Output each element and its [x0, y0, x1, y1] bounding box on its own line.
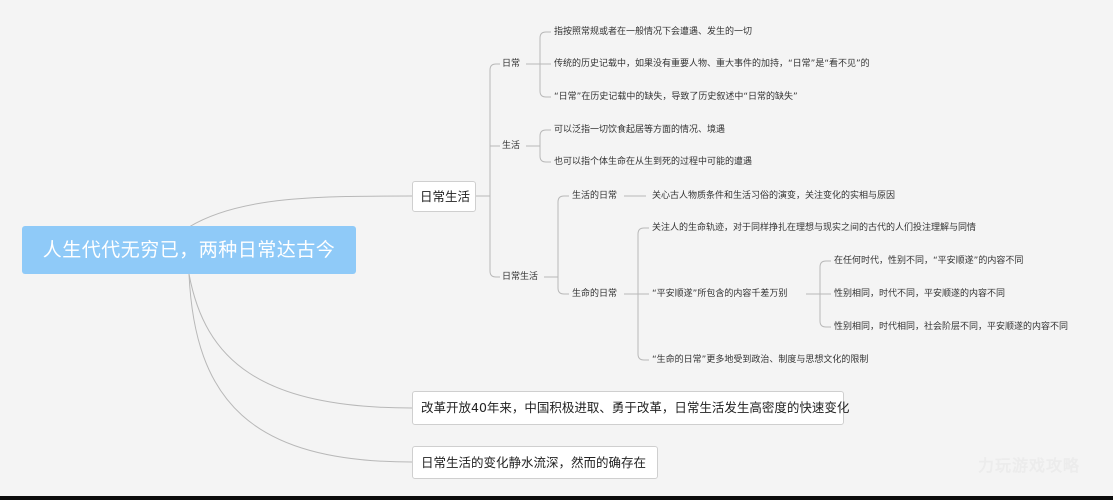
topic-reform[interactable]: 改革开放40年来，中国积极进取、勇于改革，日常生活发生高密度的快速变化: [412, 391, 849, 425]
topic-richang[interactable]: 日常: [502, 59, 521, 69]
topic-shenghuo-item[interactable]: 可以泛指一切饮食起居等方面的情况、境遇: [554, 125, 726, 135]
bottom-bar: [0, 496, 1113, 500]
topic-richang-item[interactable]: 指按照常规或者在一般情况下会遭遇、发生的一切: [554, 27, 753, 37]
topic-richang-item[interactable]: “日常”在历史记载中的缺失，导致了历史叙述中“日常的缺失”: [554, 92, 798, 102]
topic-pingan-item[interactable]: 在任何时代，性别不同，“平安顺遂”的内容不同: [834, 256, 1024, 266]
topic-daily-life[interactable]: 日常生活: [412, 181, 476, 212]
topic-shengming-de-richang[interactable]: 生命的日常: [572, 289, 618, 299]
root-topic[interactable]: 人生代代无穷已，两种日常达古今: [22, 226, 356, 274]
topic-richang-shenghuo[interactable]: 日常生活: [502, 272, 539, 282]
topic-shengming-item[interactable]: 关注人的生命轨迹，对于同样挣扎在理想与现实之间的古代的人们投注理解与同情: [652, 223, 977, 233]
topic-shengming-item[interactable]: “生命的日常”更多地受到政治、制度与思想文化的限制: [652, 355, 869, 365]
topic-shenghuo-de-richang[interactable]: 生活的日常: [572, 191, 618, 201]
topic-shenghuo[interactable]: 生活: [502, 141, 521, 151]
topic-richang-item[interactable]: 传统的历史记载中，如果没有重要人物、重大事件的加持，“日常”是“看不见”的: [554, 59, 870, 69]
topic-change[interactable]: 日常生活的变化静水流深，然而的确存在: [412, 446, 658, 479]
topic-pingan-item[interactable]: 性别相同，时代相同，社会阶层不同，平安顺遂的内容不同: [834, 322, 1069, 332]
topic-pingan-shunsui[interactable]: “平安顺遂”所包含的内容千差万别: [652, 289, 788, 299]
watermark: 力玩游戏攻略: [978, 456, 1081, 475]
topic-shenghuo-item[interactable]: 也可以指个体生命在从生到死的过程中可能的遭遇: [554, 157, 753, 167]
topic-pingan-item[interactable]: 性别相同，时代不同，平安顺遂的内容不同: [834, 289, 1006, 299]
topic-shenghuo-de-richang-item[interactable]: 关心古人物质条件和生活习俗的演变，关注变化的实相与原因: [652, 191, 896, 201]
